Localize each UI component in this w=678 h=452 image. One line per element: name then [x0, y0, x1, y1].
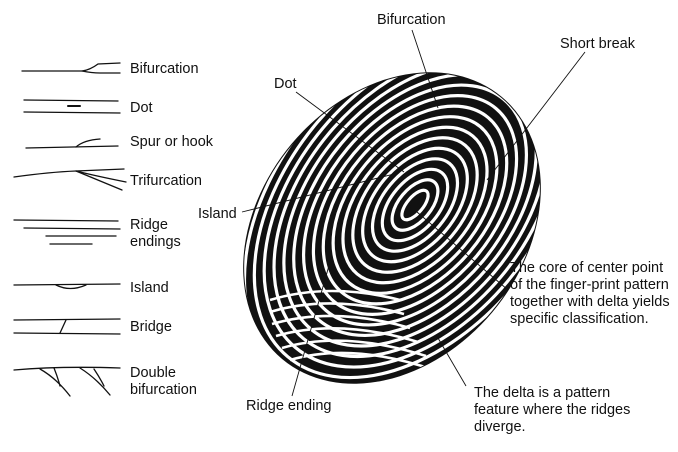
symbol-double-bifurcation: [13, 366, 121, 397]
callout-core: The core of center point of the finger-p…: [510, 260, 670, 327]
symbol-spur: [25, 138, 119, 149]
callout-bifurcation: Bifurcation: [377, 12, 446, 28]
callout-delta: The delta is a pattern feature where the…: [474, 385, 631, 435]
callout-ridge-ending: Ridge ending: [246, 398, 332, 414]
leader-dot: [295, 91, 405, 173]
legend-label-trifurcation: Trifurcation: [130, 173, 202, 189]
callout-island: Island: [198, 206, 237, 222]
leader-ridge-ending: [291, 261, 331, 397]
legend-label-spur: Spur or hook: [130, 134, 214, 150]
symbol-bifurcation: [21, 62, 121, 74]
symbol-island: [13, 283, 121, 290]
leader-island: [241, 172, 399, 213]
legend-label-bifurcation: Bifurcation: [130, 61, 199, 77]
symbol-dot: [23, 99, 121, 114]
legend-label-double-bifurcation: Double bifurcation: [130, 365, 197, 398]
symbol-trifurcation: [13, 168, 127, 191]
leader-bifurcation: [411, 29, 439, 109]
legend-label-ridge-endings: Ridge endings: [130, 217, 181, 250]
legend-label-dot: Dot: [130, 100, 153, 116]
legend-label-bridge: Bridge: [130, 319, 172, 335]
symbol-ridge-endings: [13, 219, 121, 245]
leader-core: [409, 205, 509, 291]
legend-label-island: Island: [130, 280, 169, 296]
leader-short-break: [486, 51, 586, 181]
symbol-bridge: [13, 318, 121, 335]
leader-delta: [437, 337, 467, 387]
callout-short-break: Short break: [560, 36, 635, 52]
callout-dot: Dot: [274, 76, 297, 92]
